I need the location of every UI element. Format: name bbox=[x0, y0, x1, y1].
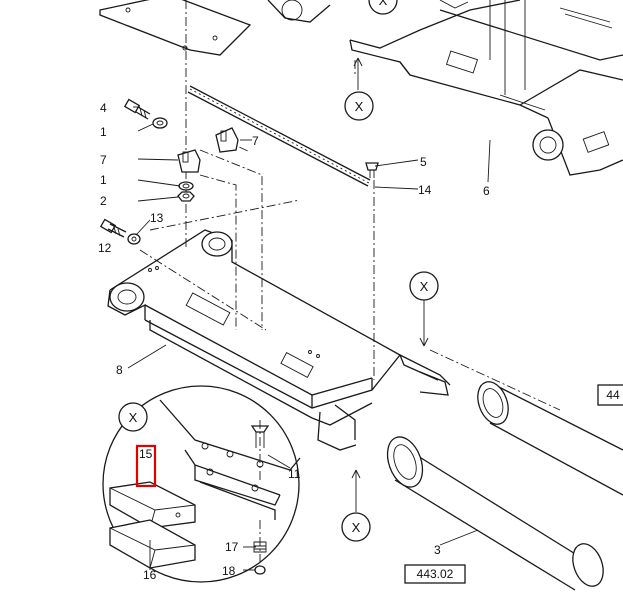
callout-12: 12 bbox=[98, 241, 112, 255]
reference-box-bottom: 443.02 bbox=[404, 564, 466, 584]
bracket-7-left bbox=[177, 149, 201, 173]
callout-14: 14 bbox=[418, 183, 432, 197]
nut-2 bbox=[177, 191, 195, 202]
washer-1-top bbox=[152, 117, 168, 129]
washer-1-lower bbox=[178, 181, 194, 191]
top-cover-plate bbox=[99, 0, 252, 56]
reference-box-bottom-text: 443.02 bbox=[417, 567, 454, 581]
view-mark-x1: X bbox=[368, 0, 398, 15]
view-mark-x4-text: X bbox=[129, 410, 138, 425]
reference-box-right: 44 bbox=[597, 384, 623, 406]
callout-8: 8 bbox=[116, 363, 123, 377]
assembly-center-lines bbox=[139, 0, 561, 411]
fastener-5 bbox=[365, 162, 379, 178]
callout-15: 15 bbox=[139, 447, 153, 461]
upper-frame-assembly bbox=[267, 0, 623, 176]
bracket-7-top bbox=[215, 127, 239, 153]
reference-box-right-text: 44 bbox=[606, 388, 620, 402]
callout-18: 18 bbox=[222, 564, 236, 578]
callout-6: 6 bbox=[483, 184, 490, 198]
callout-17: 17 bbox=[225, 540, 239, 554]
view-mark-x3: X bbox=[409, 271, 439, 301]
callout-2: 2 bbox=[100, 194, 107, 208]
highlighted-callout-15: 15 bbox=[135, 444, 157, 488]
callout-16: 16 bbox=[143, 568, 157, 582]
callout-13: 13 bbox=[150, 211, 164, 225]
callout-7-left: 7 bbox=[100, 153, 107, 167]
bolt-12 bbox=[99, 218, 127, 238]
washer-13 bbox=[127, 233, 141, 245]
view-mark-x2: X bbox=[344, 91, 374, 121]
view-mark-x4: X bbox=[118, 402, 148, 432]
view-mark-x1-text: X bbox=[379, 0, 388, 8]
view-mark-x2-text: X bbox=[355, 99, 364, 114]
callout-3: 3 bbox=[434, 543, 441, 557]
view-mark-x3-text: X bbox=[420, 279, 429, 294]
serrated-strip bbox=[187, 85, 371, 187]
detail-view-x bbox=[102, 385, 301, 583]
callout-7-top: 7 bbox=[252, 134, 259, 148]
callout-4: 4 bbox=[100, 101, 107, 115]
view-mark-x5-text: X bbox=[352, 520, 361, 535]
main-frame-8 bbox=[107, 229, 451, 451]
roller-upper bbox=[477, 381, 623, 496]
callout-11: 11 bbox=[288, 467, 301, 481]
callout-1-lower: 1 bbox=[100, 173, 107, 187]
callout-5: 5 bbox=[420, 155, 427, 169]
leader-lines bbox=[127, 57, 491, 571]
bolt-4 bbox=[123, 98, 151, 120]
roller-3 bbox=[386, 436, 604, 591]
view-mark-x5: X bbox=[341, 512, 371, 542]
callout-1-top: 1 bbox=[100, 125, 107, 139]
